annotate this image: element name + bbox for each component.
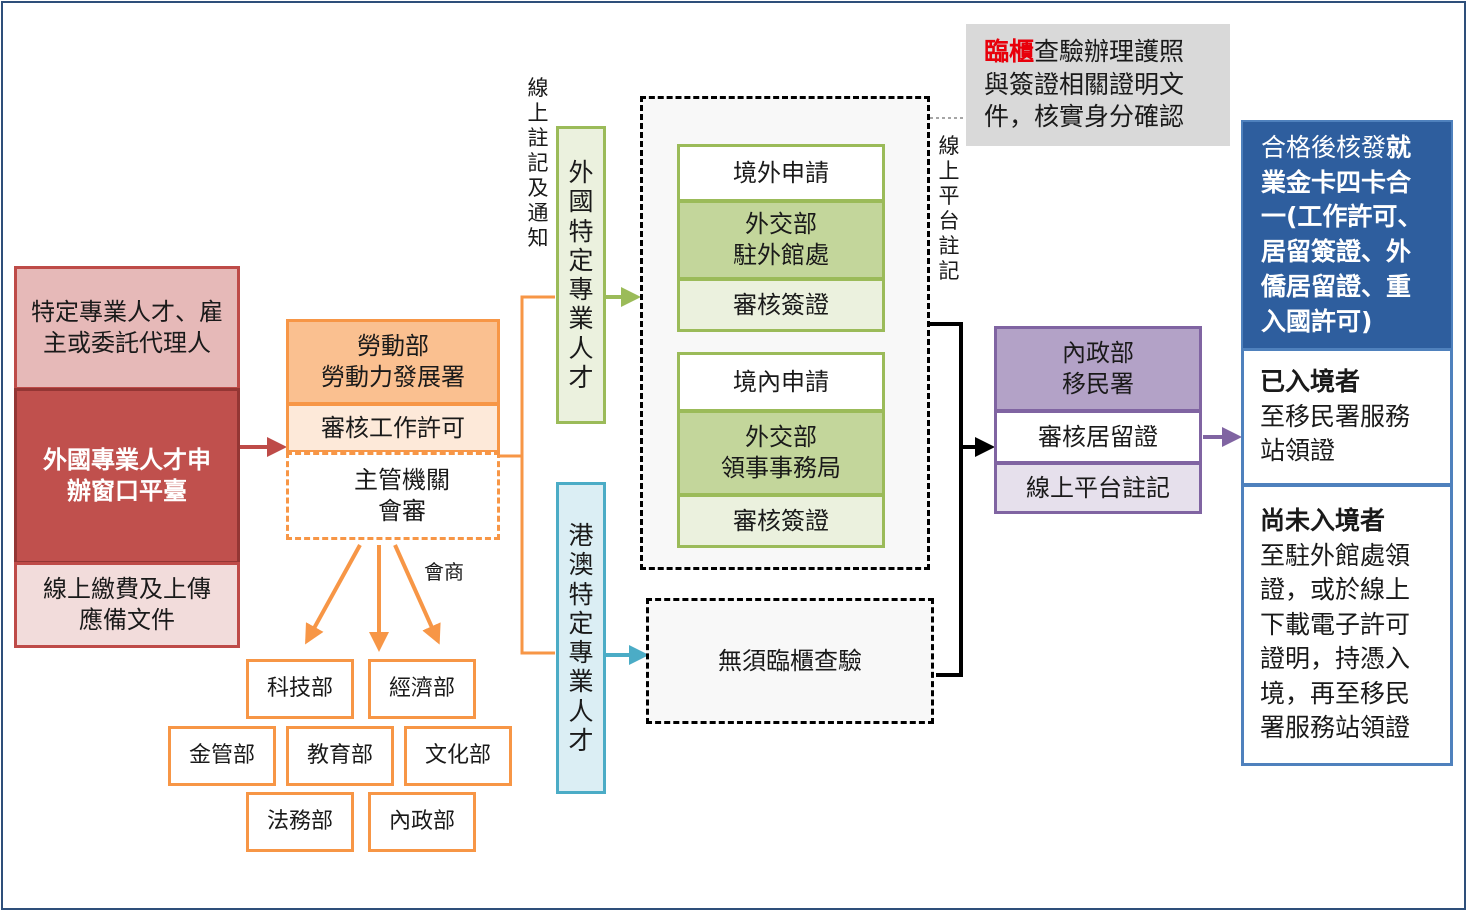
entered-title: 已入境者 [1260,367,1361,397]
embassy-line-2: 駐外館處 [733,241,829,269]
entered-box: 已入境者 至移民署服務 站領證 [1241,348,1453,486]
upload-docs-box: 線上繳費及上傳應備文件 [14,562,240,648]
arrow-agency-right [393,544,441,645]
agency-line-1: 主管機關 [354,466,450,495]
visa-review-box-2: 審核簽證 [677,494,885,548]
counter-text-2: 與簽證相關證明文 [984,69,1185,99]
embassy-box: 外交部 駐外館處 [677,200,885,280]
ministry-moi: 內政部 [368,792,476,852]
online-platform-label: 線上平台註記 [938,134,960,283]
gold-card-bold-4: 居留簽證、外 [1261,237,1412,266]
ministry-moj: 法務部 [246,792,354,852]
upload-docs-label: 線上繳費及上傳應備文件 [43,575,211,634]
ministry-moea: 經濟部 [368,659,476,719]
embassy-line-1: 外交部 [745,210,817,239]
not-entered-line-4: 證明，持憑入 [1260,644,1411,674]
bca-box: 外交部 領事事務局 [677,410,885,496]
immigration-line-1: 內政部 [1062,339,1134,368]
entered-line-2: 站領證 [1260,436,1336,466]
gold-card-bold-2: 業金卡四卡合 [1261,167,1412,197]
work-permit-box: 審核工作許可 [286,403,500,453]
labor-bracket [500,295,555,458]
hk-talent-label: 港澳特定專業人才 [568,521,594,755]
ministry-fsc: 金管部 [168,726,276,786]
black-bracket [930,322,963,677]
abroad-apply-box: 境外申請 [677,144,885,202]
counter-text-1: 查驗辦理護照 [1034,37,1185,67]
labor-ministry-box: 勞動部 勞動力發展署 [286,319,500,405]
no-counter-box: 無須臨櫃查驗 [646,598,934,724]
gold-card-intro: 合格後核發 [1261,132,1387,162]
immigration-line-2: 移民署 [1062,370,1134,398]
agency-review-box: 主管機關 會審 [286,452,500,540]
arrow-agency-left [305,544,362,645]
gold-card-bold-5: 僑居留證、重 [1261,271,1412,301]
ministry-moe: 教育部 [286,726,394,786]
not-entered-line-1: 至駐外館處領 [1260,540,1411,570]
gold-card-bold-3: 一(工作許可、 [1261,202,1423,232]
foreign-talent-label: 外國特定專業人才 [568,158,594,392]
not-entered-line-5: 境，再至移民 [1260,678,1411,708]
work-permit-label: 審核工作許可 [321,413,465,442]
labor-to-hk [520,456,555,655]
ministry-most: 科技部 [246,659,354,719]
platform-window-box[interactable]: 外國專業人才申辦窗口平臺 [14,388,240,564]
counter-highlight: 臨櫃 [984,37,1035,67]
counter-text-3: 件，核實身分確認 [984,102,1185,132]
immigration-box: 內政部 移民署 [994,326,1202,412]
counter-note-box: 臨櫃查驗辦理護照 與簽證相關證明文 件，核實身分確認 [966,24,1230,146]
online-notice-label: 線上註記及通知 [527,76,549,250]
bca-line-1: 外交部 [745,423,817,452]
gold-card-bold-1: 就 [1386,132,1412,162]
gold-card-bold-6: 入國許可) [1261,306,1373,336]
gold-card-box: 合格後核發就 業金卡四卡合 一(工作許可、 居留簽證、外 僑居留證、重 入國許可… [1241,120,1453,350]
not-entered-title: 尚未入境者 [1260,506,1386,536]
domestic-apply-box: 境內申請 [677,352,885,412]
labor-title-1: 勞動部 [357,332,429,361]
platform-register-box: 線上平台註記 [994,462,1202,514]
bca-line-2: 領事事務局 [721,454,841,482]
applicant-box: 特定專業人才、雇主或委託代理人 [14,266,240,390]
applicant-label: 特定專業人才、雇主或委託代理人 [31,298,223,357]
labor-title-2: 勞動力發展署 [321,363,465,391]
not-entered-line-3: 下載電子許可 [1260,609,1411,639]
hk-talent-box: 港澳特定專業人才 [556,482,606,794]
entered-line-1: 至移民署服務 [1260,401,1411,431]
not-entered-box: 尚未入境者 至駐外館處領 證，或於線上 下載電子許可 證明，持憑入 境，再至移民… [1241,484,1453,766]
residence-review-box: 審核居留證 [994,410,1202,464]
ministry-moc: 文化部 [404,726,512,786]
platform-window-label: 外國專業人才申辦窗口平臺 [43,446,211,505]
foreign-talent-box: 外國特定專業人才 [556,126,606,424]
not-entered-line-2: 證，或於線上 [1260,575,1411,605]
not-entered-line-6: 署服務站領證 [1260,713,1411,743]
visa-review-box-1: 審核簽證 [677,278,885,332]
agency-line-2: 會審 [378,497,426,525]
consult-label: 會商 [424,560,464,585]
